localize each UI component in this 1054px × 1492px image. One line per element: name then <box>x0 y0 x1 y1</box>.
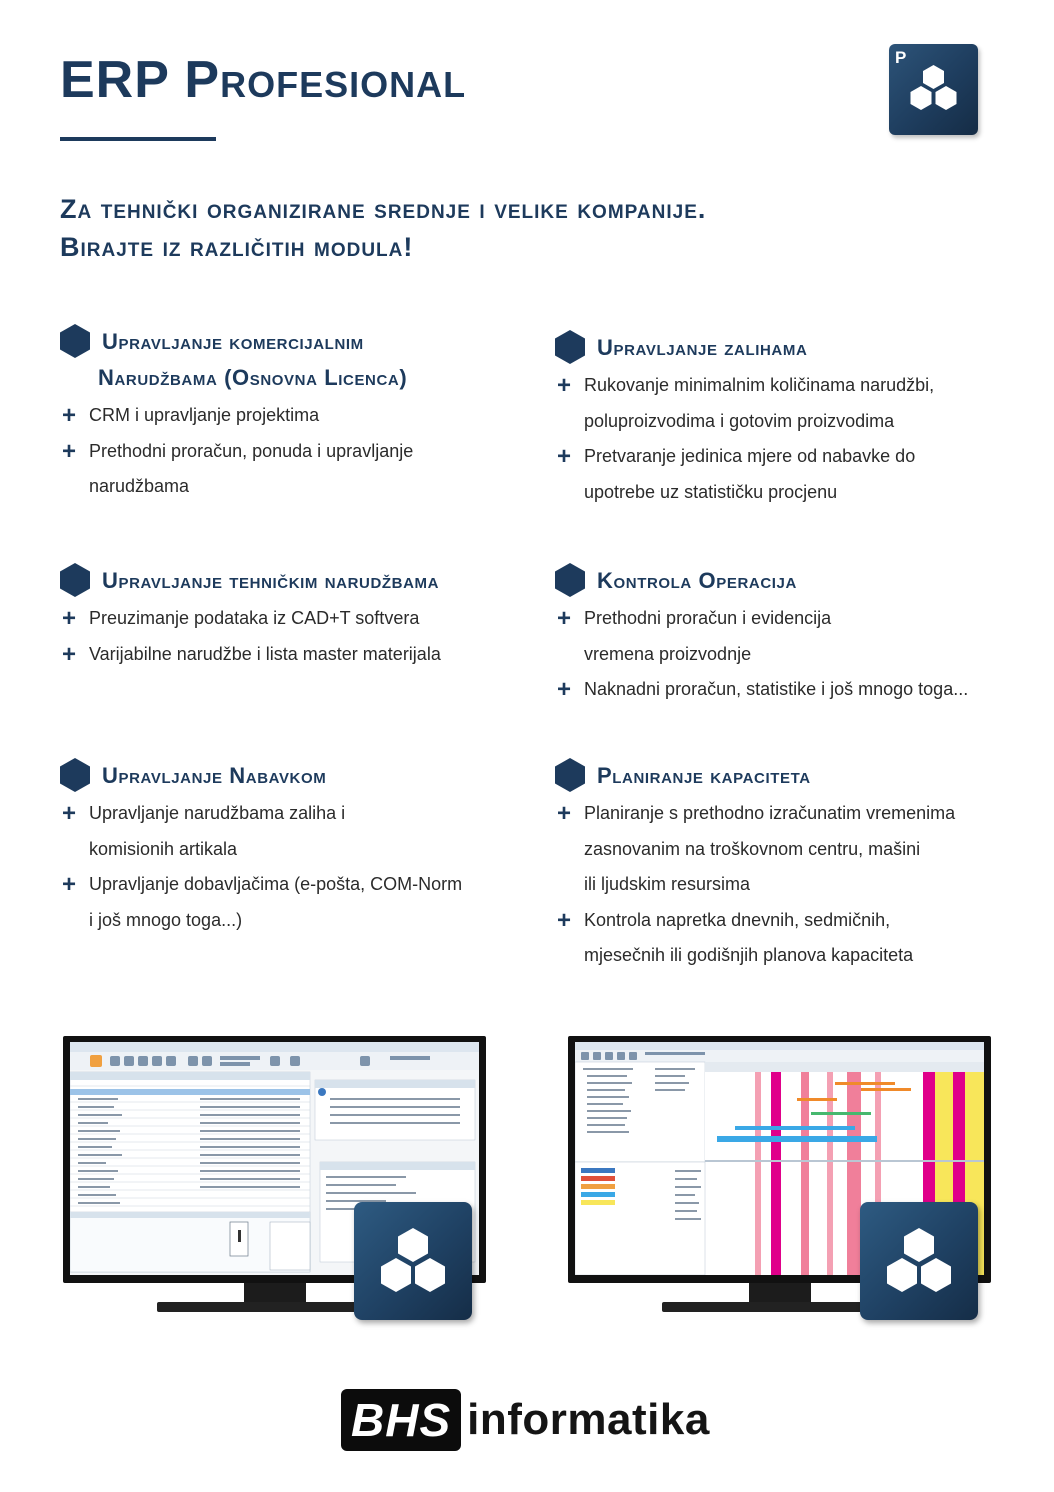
section-title: Upravljanje Nabavkom <box>102 758 530 794</box>
plus-icon: + <box>557 443 572 470</box>
hexagon-bullet-icon <box>60 563 90 597</box>
section-inventory: Upravljanje zalihama +Rukovanje minimaln… <box>555 330 1025 510</box>
page-title: ERP Profesional <box>60 51 467 109</box>
app-icon: P <box>889 44 978 135</box>
section-title: Upravljanje tehničkim narudžbama <box>102 563 540 599</box>
section-capacity-planning: Planiranje kapaciteta +Planiranje s pret… <box>555 758 1025 974</box>
logo-box-text: BHS <box>341 1389 462 1451</box>
monitor-erp-screenshot <box>63 1036 503 1326</box>
section-operations-control: Kontrola Operacija +Prethodni proračun i… <box>555 563 1025 708</box>
plus-icon: + <box>62 402 77 429</box>
section-title-line-1: Upravljanje Nabavkom <box>102 763 327 788</box>
bhs-informatika-logo: BHS informatika <box>341 1388 710 1452</box>
plus-icon: + <box>62 640 77 668</box>
tagline-line-2: Birajte iz različitih modula! <box>60 232 414 262</box>
plus-icon: + <box>62 871 77 898</box>
section-title: Upravljanje komercijalnim Narudžbama (Os… <box>98 324 530 396</box>
bullet-item: +Planiranje s prethodno izračunatim vrem… <box>555 796 1025 903</box>
plus-icon: + <box>62 800 77 827</box>
erp-logo-badge <box>354 1202 472 1320</box>
hexagon-cluster-icon <box>887 1228 951 1292</box>
hexagon-bullet-icon <box>555 563 585 597</box>
plus-icon: + <box>557 906 572 934</box>
hexagon-cluster-icon <box>910 65 957 110</box>
bullet-item: +Pretvaranje jedinica mjere od nabavke d… <box>555 439 1025 510</box>
bullet-item: +Naknadni proračun, statistike i još mno… <box>555 672 1025 708</box>
hexagon-bullet-icon <box>60 324 90 358</box>
section-title: Planiranje kapaciteta <box>597 758 1025 794</box>
bullet-list: +Rukovanje minimalnim količinama narudžb… <box>555 368 1025 510</box>
logo-wordmark: informatika <box>467 1395 710 1444</box>
bullet-list: +Planiranje s prethodno izračunatim vrem… <box>555 796 1025 974</box>
section-title-line-2: Narudžbama (Osnovna Licenca) <box>98 365 408 390</box>
hexagon-bullet-icon <box>60 758 90 792</box>
bullet-item: +Preuzimanje podataka iz CAD+T softvera <box>60 601 540 637</box>
section-title-line-1: Planiranje kapaciteta <box>597 763 811 788</box>
section-title-line-1: Upravljanje komercijalnim <box>102 329 364 354</box>
monitor-planner-screenshot <box>568 1036 1008 1326</box>
plus-icon: + <box>557 605 572 632</box>
erp-screen-image <box>70 1042 479 1273</box>
section-title-line-1: Upravljanje zalihama <box>597 335 808 360</box>
plus-icon: + <box>62 437 77 465</box>
hexagon-cluster-icon <box>381 1228 445 1292</box>
bullet-item: +Kontrola napretka dnevnih, sedmičnih,mj… <box>555 903 1025 974</box>
section-title-line-1: Upravljanje tehničkim narudžbama <box>102 568 440 593</box>
section-technical-orders: Upravljanje tehničkim narudžbama +Preuzi… <box>60 563 540 672</box>
app-icon-letter: P <box>895 48 907 67</box>
tagline: Za tehnički organizirane srednje i velik… <box>60 190 960 266</box>
monitor-stand <box>157 1302 393 1312</box>
plus-icon: + <box>557 800 572 827</box>
erp-logo-badge <box>860 1202 978 1320</box>
section-procurement: Upravljanje Nabavkom +Upravljanje narudž… <box>60 758 530 938</box>
section-title: Kontrola Operacija <box>597 563 1025 599</box>
plus-icon: + <box>557 676 572 703</box>
plus-icon: + <box>557 372 572 399</box>
bullet-item: +Varijabilne narudžbe i lista master mat… <box>60 637 540 673</box>
tagline-line-1: Za tehnički organizirane srednje i velik… <box>60 194 707 224</box>
monitor-neck <box>749 1283 811 1305</box>
bullet-item: +Upravljanje dobavljačima (e-pošta, COM-… <box>60 867 530 938</box>
bullet-list: +Preuzimanje podataka iz CAD+T softvera … <box>60 601 540 672</box>
bullet-list: +CRM i upravljanje projektima +Prethodni… <box>60 398 530 505</box>
section-commercial-orders: Upravljanje komercijalnim Narudžbama (Os… <box>60 324 530 505</box>
hexagon-bullet-icon <box>555 330 585 364</box>
section-title: Upravljanje zalihama <box>597 330 1025 366</box>
bullet-item: +Rukovanje minimalnim količinama narudžb… <box>555 368 1025 439</box>
plus-icon: + <box>62 605 77 632</box>
hexagon-bullet-icon <box>555 758 585 792</box>
bullet-item: +Prethodni proračun, ponuda i upravljanj… <box>60 434 530 505</box>
bullet-item: +CRM i upravljanje projektima <box>60 398 530 434</box>
monitor-stand <box>662 1302 898 1312</box>
section-title-line-1: Kontrola Operacija <box>597 568 797 593</box>
monitor-neck <box>244 1283 306 1305</box>
title-underline <box>60 137 216 141</box>
